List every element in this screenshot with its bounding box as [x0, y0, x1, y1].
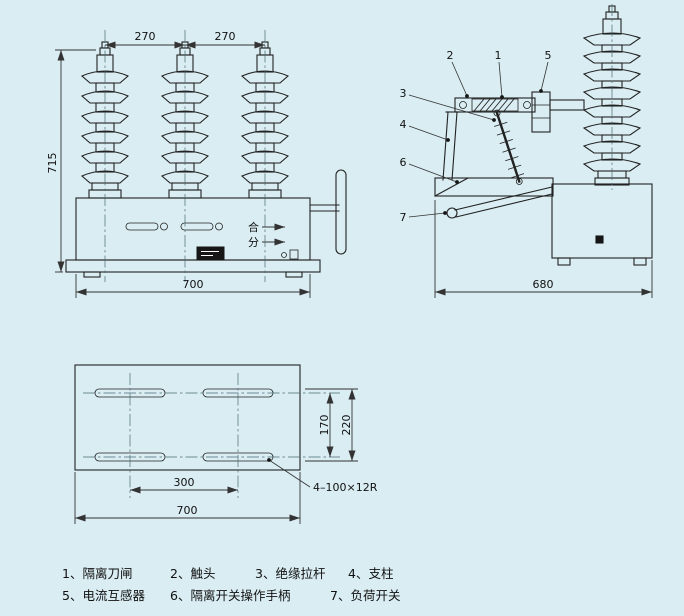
- callout-3: 3: [400, 87, 407, 100]
- side-view-callouts: 2 1 5 3 4 6 7: [400, 49, 552, 224]
- side-view-body: [434, 6, 653, 266]
- dim-700-plan: 700: [177, 504, 198, 517]
- insulated-pull-rod: [493, 109, 525, 185]
- handle-knob: [446, 207, 458, 219]
- support-post: [442, 111, 449, 181]
- operating-handle: [454, 186, 553, 211]
- dim-300: 300: [174, 476, 195, 489]
- legend-item-6: 6、隔离开关操作手柄: [170, 588, 290, 603]
- legend-item-3: 3、绝缘拉杆: [255, 566, 326, 581]
- leader-dot: [465, 94, 469, 98]
- open-label: 分: [248, 236, 259, 249]
- leader-dot: [446, 138, 450, 142]
- side-view: 2 1 5 3 4 6 7 680: [400, 4, 653, 298]
- side-view-dimensions: 680: [434, 200, 653, 298]
- box-detail: [595, 235, 604, 244]
- callout-7: 7: [400, 211, 407, 224]
- dim-270-left: 270: [135, 30, 156, 43]
- dim-220: 220: [340, 415, 353, 436]
- legend-item-4: 4、支柱: [348, 566, 393, 581]
- leader-dot: [492, 118, 496, 122]
- operating-handle: [455, 193, 553, 218]
- operating-lever: [335, 169, 347, 255]
- front-view-body: [65, 42, 347, 278]
- callout-2: 2: [447, 49, 454, 62]
- legend-item-2: 2、触头: [170, 566, 215, 581]
- leader-dot: [455, 180, 459, 184]
- dim-170: 170: [318, 415, 331, 436]
- leader-line: [540, 61, 549, 92]
- base-plate: [65, 259, 321, 273]
- callout-1: 1: [495, 49, 502, 62]
- leader-dot: [267, 458, 271, 462]
- leader-line: [451, 61, 468, 97]
- mechanism-frame: [434, 177, 554, 197]
- leader-line: [408, 163, 458, 183]
- foot-right: [285, 271, 303, 278]
- leader-line: [408, 125, 449, 141]
- slot-spec-note: 4–100×12R: [313, 481, 378, 494]
- close-label: 合: [248, 220, 259, 234]
- callout-6: 6: [400, 156, 407, 169]
- legend-item-1: 1、隔离刀闸: [62, 566, 132, 581]
- load-switch-box: [551, 183, 653, 259]
- small-box: [289, 249, 299, 260]
- plan-view: 170 220 300 700 4–100×12R: [74, 364, 378, 524]
- dim-715: 715: [46, 153, 59, 174]
- legend-item-5: 5、电流互感器: [62, 588, 145, 603]
- indicator-pivot: [215, 222, 223, 231]
- front-view-dimensions: 270 270 715 700: [46, 30, 311, 298]
- indicator-slot: [125, 222, 159, 231]
- foot-left: [83, 271, 101, 278]
- support-post: [451, 111, 458, 181]
- dim-680: 680: [533, 278, 554, 291]
- leader-dot: [443, 211, 447, 215]
- callout-4: 4: [400, 118, 407, 131]
- frame-brace: [434, 177, 469, 197]
- plate-outline: [74, 364, 301, 471]
- leader-line: [408, 212, 446, 218]
- small-knob: [281, 252, 287, 258]
- plan-view-dimensions: 170 220 300 700 4–100×12R: [74, 388, 378, 524]
- foot-right: [633, 257, 647, 266]
- leader-line: [408, 94, 495, 121]
- front-view: 合 分 270 270 715 700: [46, 30, 347, 298]
- legend: 1、隔离刀闸 2、触头 3、绝缘拉杆 4、支柱 5、电流互感器 6、隔离开关操作…: [62, 566, 400, 603]
- dim-270-right: 270: [215, 30, 236, 43]
- dim-700-front: 700: [183, 278, 204, 291]
- leader-dot: [539, 89, 543, 93]
- indicator-slot: [180, 222, 214, 231]
- nameplate: [196, 246, 225, 261]
- contact-pivot-right: [523, 101, 531, 109]
- callout-5: 5: [545, 49, 552, 62]
- arm-connector: [549, 99, 585, 111]
- foot-left: [557, 257, 571, 266]
- leader-dot: [500, 95, 504, 99]
- indicator-pivot: [160, 222, 168, 231]
- knife-hatch: [471, 98, 519, 112]
- contact-pivot-left: [459, 101, 467, 109]
- leader-line: [268, 459, 311, 488]
- legend-item-7: 7、负荷开关: [330, 588, 400, 603]
- leader-line: [498, 61, 503, 98]
